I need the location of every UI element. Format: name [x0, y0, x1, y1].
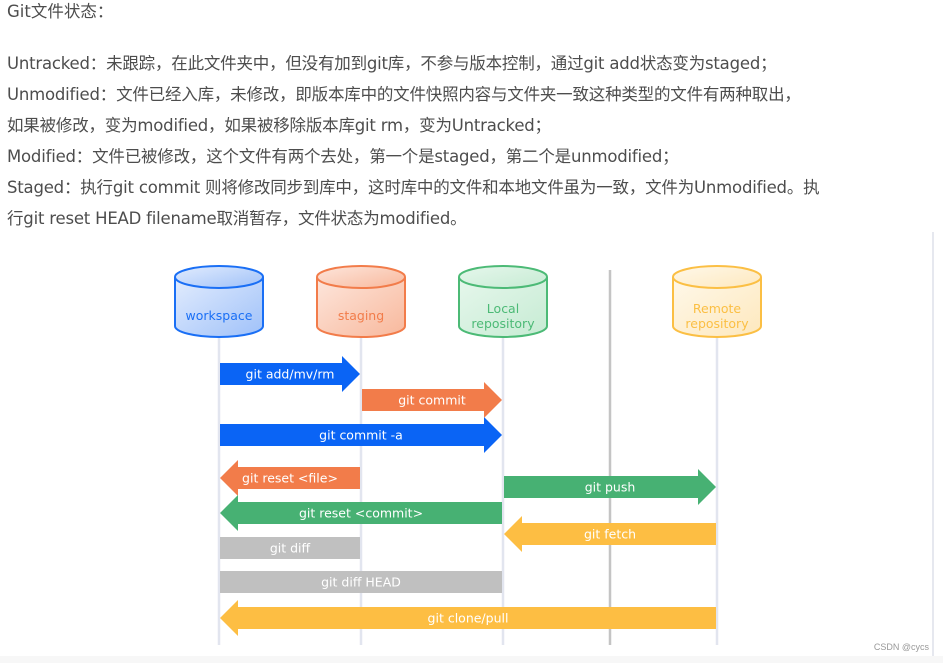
arrow-shape — [220, 356, 360, 392]
arrow-label: git diff — [270, 541, 311, 556]
arrow-label: git push — [585, 480, 636, 495]
arrow-git-fetch: git fetch — [504, 516, 716, 552]
paragraph-unmodified: Unmodified：文件已经入库，未修改，即版本库中的文件快照内容与文件夹一致… — [7, 85, 801, 104]
arrow-shape — [504, 516, 716, 552]
page-footer-band — [0, 656, 943, 663]
section-heading: Git文件状态： — [7, 2, 114, 21]
cylinder-top — [458, 265, 548, 289]
arrow-shape — [220, 495, 502, 531]
arrow-label: git reset <file> — [242, 471, 338, 486]
node-label: Local — [487, 301, 519, 316]
arrow-label: git commit -a — [319, 428, 403, 443]
arrow-shape — [362, 382, 502, 418]
arrow-shape — [220, 460, 360, 496]
arrow-git-diff-head: git diff HEAD — [220, 571, 502, 593]
cylinder-top — [316, 265, 406, 289]
node-staging: staging — [316, 265, 406, 338]
paragraph-unmodified-cont: 如果被修改，变为modified，如果被移除版本库git rm，变为Untrac… — [7, 116, 551, 135]
arrow-label: git reset <commit> — [299, 506, 423, 521]
node-label: repository — [685, 316, 749, 331]
arrow-git-push: git push — [504, 469, 716, 505]
cylinder-top — [672, 265, 762, 289]
paragraph-modified: Modified：文件已被修改，这个文件有两个去处，第一个是staged，第二个… — [7, 147, 679, 166]
arrow-git-reset-file: git reset <file> — [220, 460, 360, 496]
paragraph-untracked: Untracked：未跟踪，在此文件夹中，但没有加到git库，不参与版本控制，通… — [7, 54, 777, 73]
arrow-label: git add/mv/rm — [246, 367, 335, 382]
node-workspace: workspace — [174, 265, 264, 338]
status-description: Untracked：未跟踪，在此文件夹中，但没有加到git库，不参与版本控制，通… — [7, 48, 937, 234]
node-label: repository — [471, 316, 535, 331]
cylinder-top — [174, 265, 264, 289]
arrow-git-reset-commit: git reset <commit> — [220, 495, 502, 531]
arrow-git-commit-a: git commit -a — [220, 417, 502, 453]
paragraph-staged-cont: 行git reset HEAD filename取消暂存，文件状态为modifi… — [7, 209, 467, 228]
arrow-shape — [220, 600, 716, 636]
cylinder-body — [174, 277, 264, 338]
arrow-git-commit: git commit — [362, 382, 502, 418]
arrow-shape — [504, 469, 716, 505]
watermark: CSDN @cycs — [873, 642, 929, 652]
arrow-git-add-mv-rm: git add/mv/rm — [220, 356, 360, 392]
node-label: staging — [338, 308, 384, 323]
arrow-git-clone-pull: git clone/pull — [220, 600, 716, 636]
node-label: workspace — [186, 308, 253, 323]
cylinder-body — [672, 277, 762, 338]
cylinder-body — [316, 277, 406, 338]
figure-border — [932, 232, 934, 663]
arrow-label: git fetch — [584, 527, 636, 542]
arrow-label: git diff HEAD — [321, 575, 401, 590]
node-label: Remote — [693, 301, 742, 316]
arrow-shape — [220, 537, 360, 559]
arrow-git-diff: git diff — [220, 537, 360, 559]
paragraph-staged: Staged：执行git commit 则将修改同步到库中，这时库中的文件和本地… — [7, 178, 820, 197]
arrow-label: git commit — [398, 393, 466, 408]
arrow-shape — [220, 417, 502, 453]
arrow-label: git clone/pull — [428, 611, 509, 626]
cylinder-body — [458, 277, 548, 338]
arrow-shape — [220, 571, 502, 593]
